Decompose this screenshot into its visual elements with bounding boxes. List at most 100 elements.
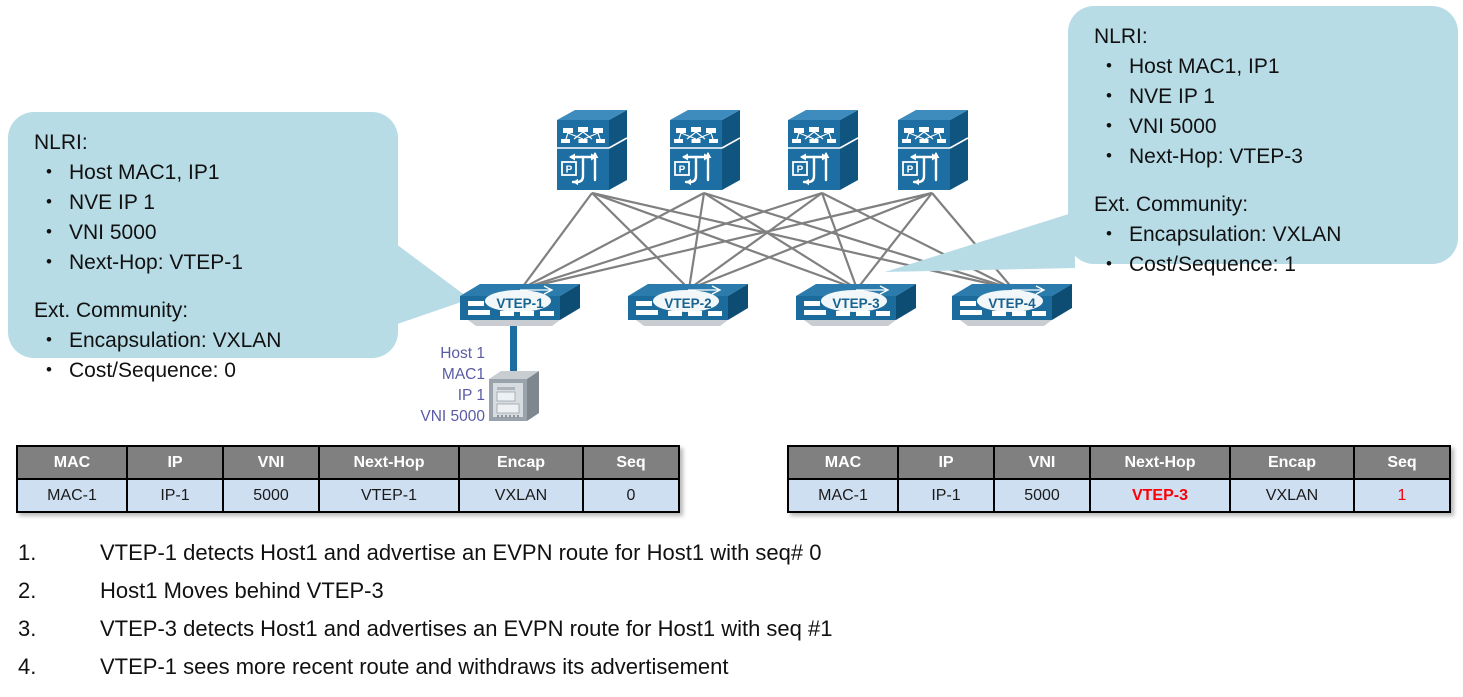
leaf-switch-vtep-1[interactable]: VTEP-1: [460, 280, 580, 328]
callout-left-nlri-item: Next-Hop: VTEP-1: [34, 247, 398, 278]
table-row: MAC-1 IP-1 5000 VTEP-1 VXLAN 0: [16, 478, 680, 513]
callout-left-nlri-heading: NLRI:: [34, 131, 88, 154]
column-header-vni: VNI: [993, 445, 1091, 480]
callout-right-nlri-item: VNI 5000: [1094, 111, 1458, 142]
cell-seq: 1: [1353, 478, 1451, 513]
callout-right-nlri-list: Host MAC1, IP1 NVE IP 1 VNI 5000 Next-Ho…: [1094, 51, 1458, 172]
spine-router-4[interactable]: P: [898, 110, 969, 194]
svg-text:P: P: [566, 165, 573, 176]
host-to-vtep1-link: [510, 300, 517, 382]
router-icon: P: [898, 110, 969, 190]
switch-icon: [460, 284, 580, 326]
cell-vni: 5000: [993, 478, 1091, 513]
column-header-vni: VNI: [222, 445, 320, 480]
leaf-label-vtep-4: VTEP-4: [988, 296, 1036, 312]
nlri-callout-vtep1: NLRI: Host MAC1, IP1 NVE IP 1 VNI 5000 N…: [8, 112, 398, 385]
host-info-line: VNI 5000: [420, 408, 485, 425]
leaf-switch-vtep-2[interactable]: VTEP-2: [628, 280, 748, 328]
cell-mac: MAC-1: [16, 478, 128, 513]
switch-icon: [628, 284, 748, 326]
nlri-callout-vtep3: NLRI: Host MAC1, IP1 NVE IP 1 VNI 5000 N…: [1068, 6, 1458, 279]
cell-encap: VXLAN: [458, 478, 584, 513]
switch-icon: [952, 284, 1072, 326]
column-header-mac: MAC: [16, 445, 128, 480]
callout-left-nlri-item: NVE IP 1: [34, 187, 398, 218]
callout-right-community-item: Cost/Sequence: 1: [1094, 249, 1458, 280]
cell-ip: IP-1: [126, 478, 224, 513]
cell-mac: MAC-1: [787, 478, 899, 513]
callout-left-community-item: Cost/Sequence: 0: [34, 355, 398, 386]
router-icon: P: [557, 110, 628, 190]
callout-left-nlri-list: Host MAC1, IP1 NVE IP 1 VNI 5000 Next-Ho…: [34, 157, 398, 278]
step-number: 1.: [18, 540, 37, 565]
svg-text:P: P: [679, 165, 686, 176]
callout-right-tail: [885, 212, 1075, 272]
leaf-label-vtep-3: VTEP-3: [832, 296, 880, 312]
cell-next-hop: VTEP-3: [1089, 478, 1231, 513]
svg-text:P: P: [907, 165, 914, 176]
callout-left-community-heading: Ext. Community:: [34, 299, 189, 322]
step-number: 3.: [18, 616, 37, 641]
spine-router-1[interactable]: P: [557, 110, 628, 194]
step-text: VTEP-1 detects Host1 and advertise an EV…: [100, 540, 822, 565]
host-info-line: Host 1: [440, 345, 485, 362]
cell-vni: 5000: [222, 478, 320, 513]
router-icon: P: [670, 110, 741, 190]
host-info-line: IP 1: [457, 387, 485, 404]
callout-left-community-item: Encapsulation: VXLAN: [34, 325, 398, 356]
callout-right-nlri-heading: NLRI:: [1094, 25, 1148, 48]
table-header-row: MAC IP VNI Next-Hop Encap Seq: [787, 445, 1451, 480]
svg-text:P: P: [797, 165, 804, 176]
cell-seq: 0: [582, 478, 680, 513]
callout-left-tail: [380, 232, 470, 330]
step-number: 4.: [18, 654, 37, 679]
leaf-label-vtep-2: VTEP-2: [664, 296, 712, 312]
evpn-route-table-initial: MAC IP VNI Next-Hop Encap Seq MAC-1 IP-1…: [16, 445, 680, 513]
leaf-switch-vtep-3[interactable]: VTEP-3: [796, 280, 916, 328]
callout-left-nlri-item: Host MAC1, IP1: [34, 157, 398, 188]
column-header-ip: IP: [897, 445, 995, 480]
callout-right-community-item: Encapsulation: VXLAN: [1094, 219, 1458, 250]
server-tower-icon: [489, 371, 539, 421]
switch-icon: [796, 284, 916, 326]
spine-router-2[interactable]: P: [670, 110, 741, 194]
callout-right-spacer: [1094, 172, 1458, 190]
cell-encap: VXLAN: [1229, 478, 1355, 513]
list-item: 4. VTEP-1 sees more recent route and wit…: [0, 654, 1060, 692]
step-number: 2.: [18, 578, 37, 603]
column-header-next-hop: Next-Hop: [318, 445, 460, 480]
evpn-route-table-after-move: MAC IP VNI Next-Hop Encap Seq MAC-1 IP-1…: [787, 445, 1451, 513]
column-header-ip: IP: [126, 445, 224, 480]
column-header-encap: Encap: [1229, 445, 1355, 480]
step-text: VTEP-3 detects Host1 and advertises an E…: [100, 616, 833, 641]
callout-right-nlri-item: Host MAC1, IP1: [1094, 51, 1458, 82]
cell-ip: IP-1: [897, 478, 995, 513]
callout-left-nlri-item: VNI 5000: [34, 217, 398, 248]
leaf-switch-vtep-4[interactable]: VTEP-4: [952, 280, 1072, 328]
spine-router-3[interactable]: P: [788, 110, 859, 194]
callout-right-nlri-item: Next-Hop: VTEP-3: [1094, 141, 1458, 172]
list-item: 2. Host1 Moves behind VTEP-3: [0, 578, 1060, 616]
column-header-seq: Seq: [1353, 445, 1451, 480]
host-info-label: Host 1 MAC1 IP 1 VNI 5000: [330, 343, 485, 427]
callout-right-community-list: Encapsulation: VXLAN Cost/Sequence: 1: [1094, 219, 1458, 280]
host-info-line: MAC1: [441, 366, 485, 383]
column-header-mac: MAC: [787, 445, 899, 480]
callout-left-community-list: Encapsulation: VXLAN Cost/Sequence: 0: [34, 325, 398, 386]
steps-list: 1. VTEP-1 detects Host1 and advertise an…: [0, 540, 1060, 692]
list-item: 1. VTEP-1 detects Host1 and advertise an…: [0, 540, 1060, 578]
cell-next-hop: VTEP-1: [318, 478, 460, 513]
list-item: 3. VTEP-3 detects Host1 and advertises a…: [0, 616, 1060, 654]
column-header-encap: Encap: [458, 445, 584, 480]
step-text: VTEP-1 sees more recent route and withdr…: [100, 654, 729, 679]
host-server[interactable]: [489, 371, 539, 428]
spine-leaf-mesh: [520, 191, 1014, 291]
callout-right-community-heading: Ext. Community:: [1094, 193, 1249, 216]
column-header-next-hop: Next-Hop: [1089, 445, 1231, 480]
table-header-row: MAC IP VNI Next-Hop Encap Seq: [16, 445, 680, 480]
leaf-label-vtep-1: VTEP-1: [496, 296, 544, 312]
router-icon: P: [788, 110, 859, 190]
callout-right-nlri-item: NVE IP 1: [1094, 81, 1458, 112]
column-header-seq: Seq: [582, 445, 680, 480]
